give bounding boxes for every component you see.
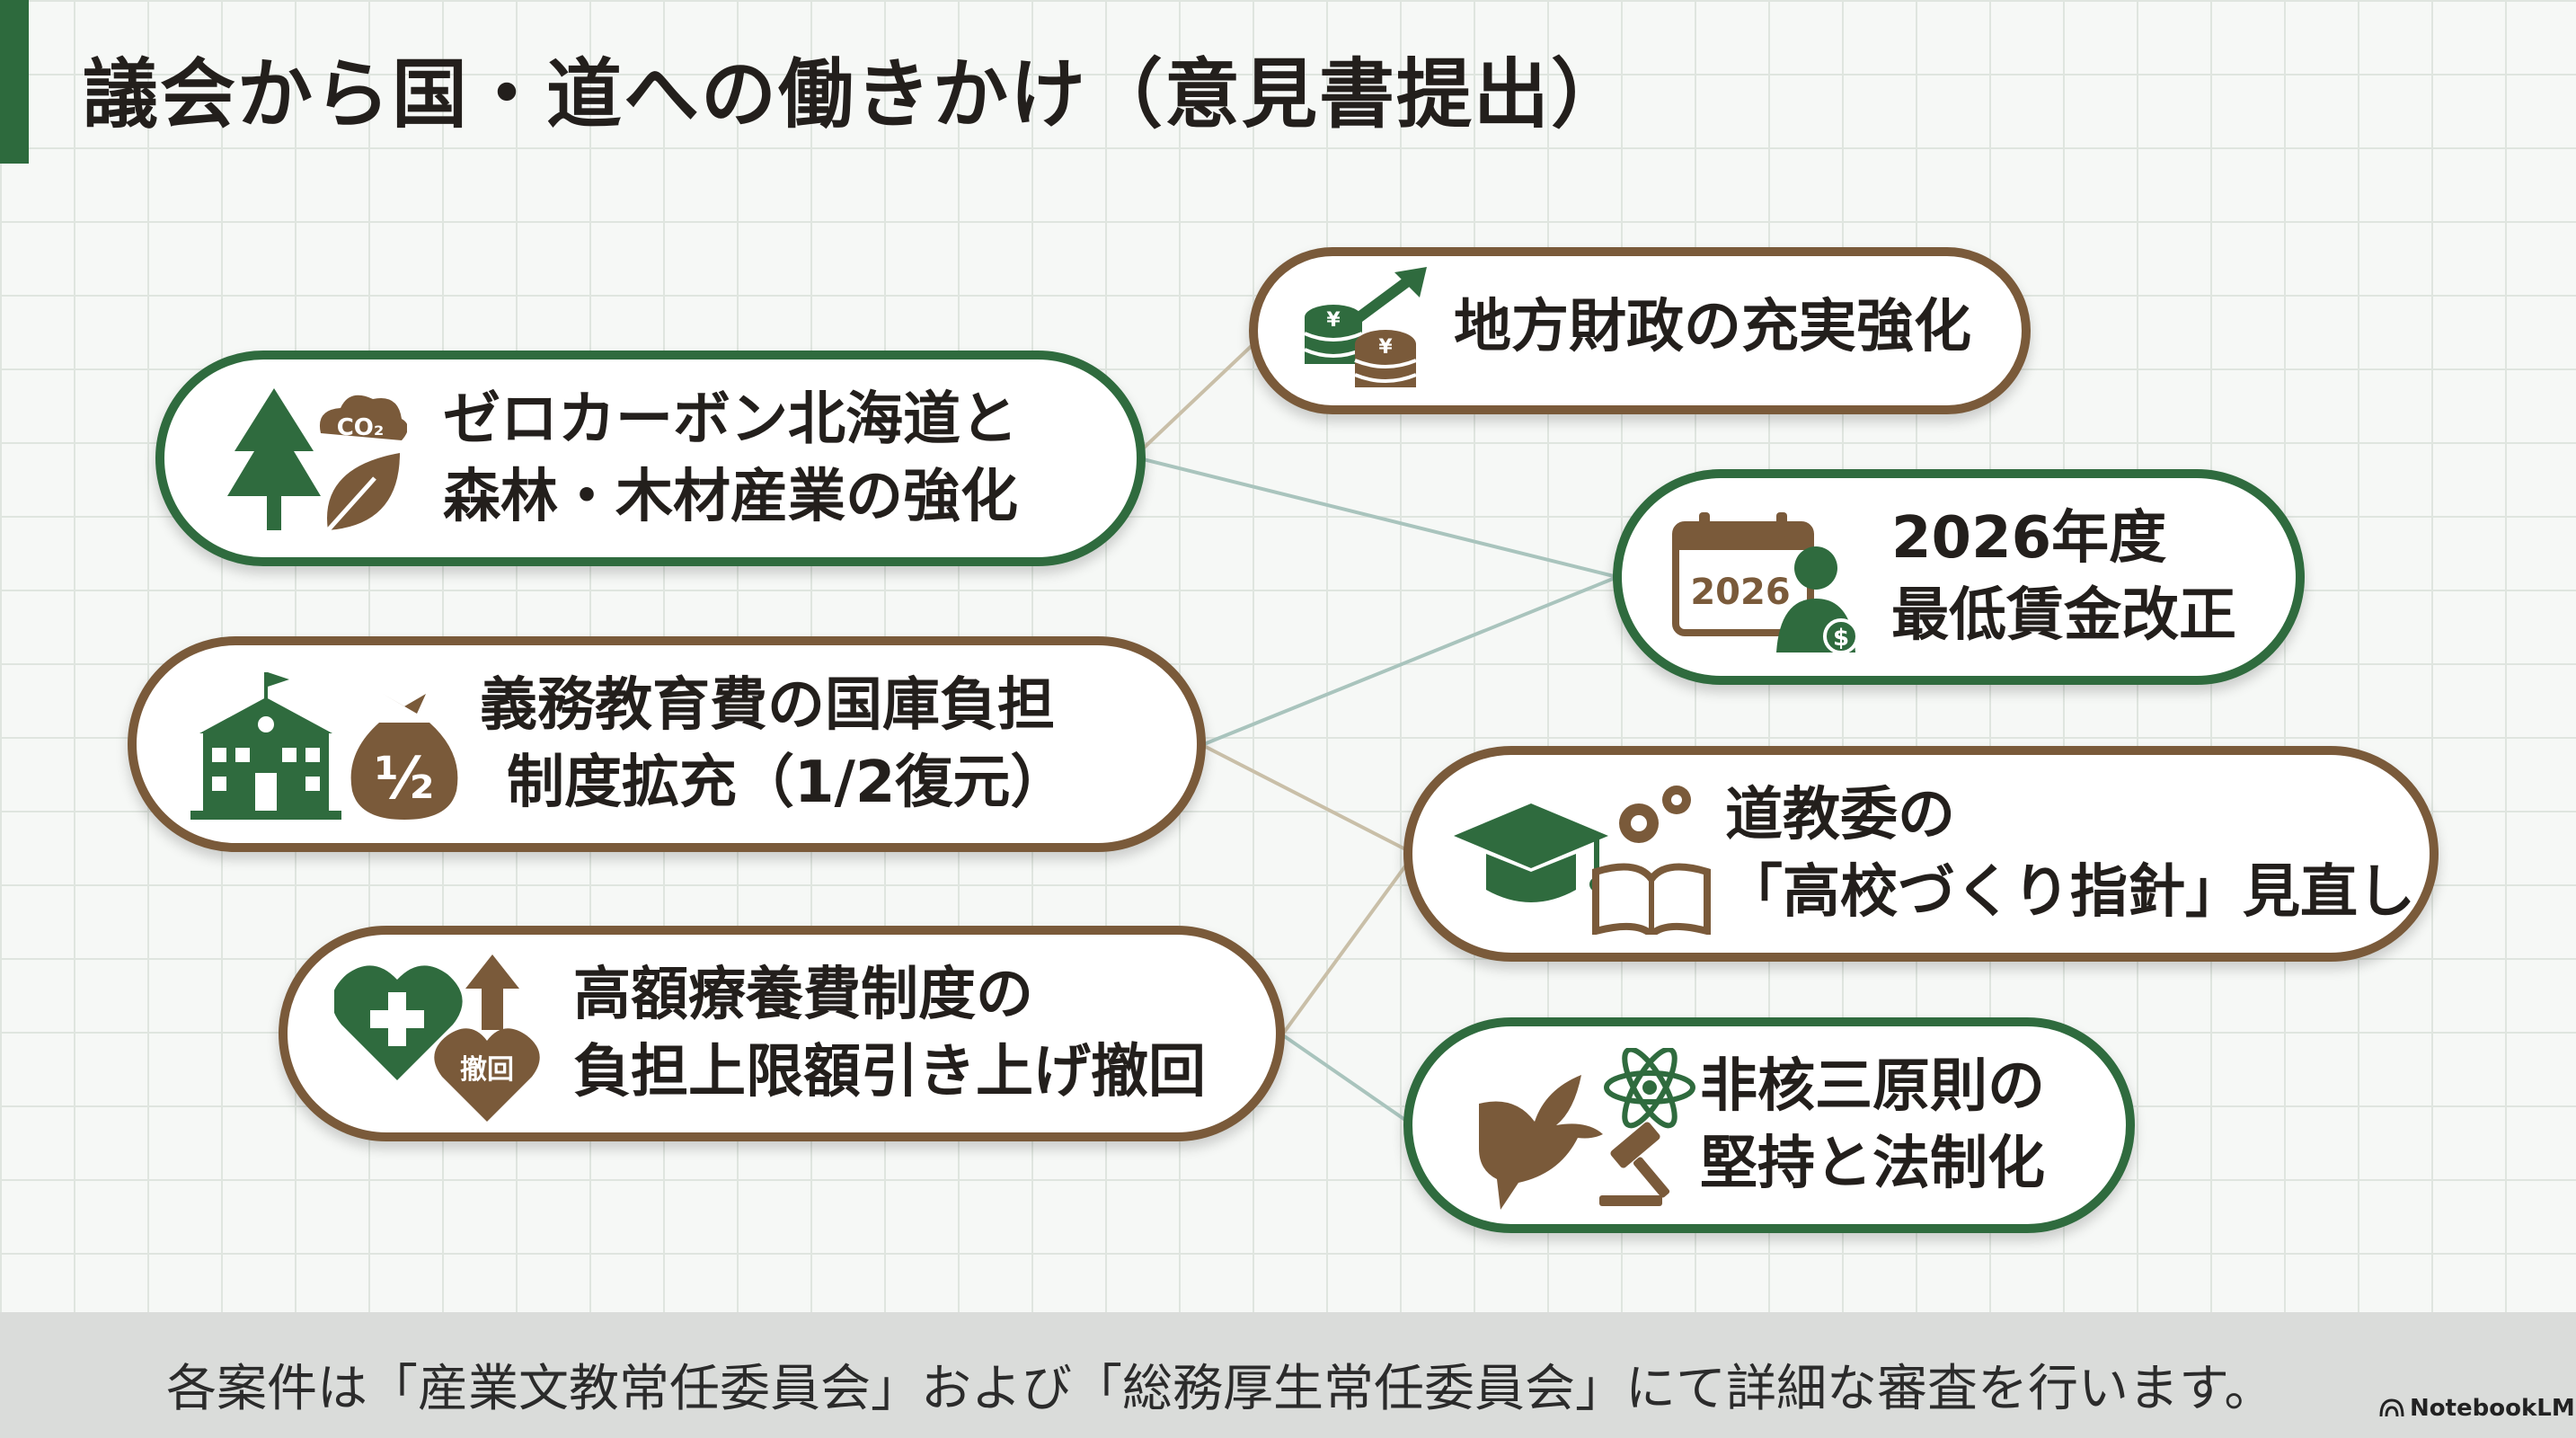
brand-label: NotebookLM — [2410, 1395, 2575, 1422]
arrow-up-icon — [465, 954, 519, 1030]
graduation-cap-icon — [1454, 803, 1608, 902]
node-zero-carbon-label: ゼロカーボン北海道と 森林・木材産業の強化 — [443, 381, 1018, 536]
atom-icon — [1604, 1048, 1695, 1129]
connector-education-to-school-policy — [1203, 744, 1415, 856]
node-school-policy-label: 道教委の 「高校づくり指針」見直し — [1725, 777, 2415, 931]
notebooklm-logo-icon — [2379, 1398, 2404, 1417]
node-education-funding: ½ 義務教育費の国庫負担 制度拡充（1/2復元） — [128, 636, 1206, 852]
node-wage-icons: 2026 $ — [1672, 512, 1859, 654]
footer-bar: 各案件は「産業文教常任委員会」および「総務厚生常任委員会」にて詳細な審査を行いま… — [0, 1312, 2576, 1438]
connector-education-to-wage — [1203, 575, 1618, 746]
page-title: 議会から国・道への働きかけ（意見書提出） — [83, 50, 1629, 138]
co2-cloud-icon: CO₂ — [320, 395, 407, 441]
label-line: 高額療養費制度の — [573, 962, 1033, 1028]
withdraw-heart-icon: 撤回 — [434, 1028, 540, 1122]
open-book-icon — [1592, 863, 1711, 935]
yen-label: ¥ — [1326, 309, 1341, 332]
label-line: 堅持と法制化 — [1700, 1131, 2045, 1197]
tree-icon — [227, 388, 321, 530]
label-line: 道教委の — [1725, 782, 1955, 848]
half-label: ½ — [375, 746, 434, 812]
node-non-nuclear: 非核三原則の 堅持と法制化 — [1403, 1017, 2135, 1233]
label-line: 義務教育費の国庫負担 — [480, 672, 1055, 739]
node-wage-label: 2026年度 最低賃金改正 — [1891, 500, 2236, 654]
node-education-label: 義務教育費の国庫負担 制度拡充（1/2復元） — [480, 667, 1067, 821]
label-line: ゼロカーボン北海道と — [443, 386, 1018, 453]
label-line: 非核三原則の — [1700, 1053, 2045, 1120]
label-line: 「高校づくり指針」見直し — [1725, 859, 2415, 926]
node-medical-cost: 撤回 高額療養費制度の 負担上限額引き上げ撤回 — [279, 926, 1285, 1141]
svg-text:¥: ¥ — [1378, 336, 1393, 359]
medical-heart-icon — [334, 965, 463, 1080]
node-school-policy-icons — [1454, 786, 1711, 935]
node-zero-carbon-icons: CO₂ — [227, 388, 407, 532]
money-bag-half-icon: ½ — [350, 694, 458, 820]
node-education-icons: ½ — [190, 672, 458, 820]
label-line: 地方財政の充実強化 — [1454, 294, 1971, 360]
connector-zero-carbon-to-finance — [1138, 340, 1258, 454]
node-finance-icons: ¥ ¥ — [1304, 267, 1427, 387]
node-finance-label: 地方財政の充実強化 — [1454, 288, 1971, 366]
node-minimum-wage: 2026 $ 2026年度 最低賃金改正 — [1613, 469, 2305, 685]
node-local-finance: ¥ ¥ 地方財政の充実強化 — [1249, 247, 2031, 414]
node-medical-icons: 撤回 — [334, 954, 540, 1122]
node-non-nuclear-icons — [1479, 1048, 1695, 1210]
peace-dove-icon — [1479, 1075, 1603, 1210]
label-line: 2026年度 — [1891, 505, 2167, 572]
node-zero-carbon: CO₂ ゼロカーボン北海道と 森林・木材産業の強化 — [155, 351, 1146, 566]
connector-lines — [1138, 340, 1618, 1128]
label-line: 負担上限額引き上げ撤回 — [573, 1039, 1206, 1105]
label-line: 森林・木材産業の強化 — [443, 464, 1018, 530]
connector-zero-carbon-to-wage — [1138, 457, 1618, 579]
node-non-nuclear-label: 非核三原則の 堅持と法制化 — [1700, 1048, 2045, 1203]
wage-person-icon: $ — [1776, 546, 1859, 654]
gavel-icon — [1599, 1122, 1670, 1206]
label-line: 最低賃金改正 — [1891, 582, 2236, 649]
node-school-policy: 道教委の 「高校づくり指針」見直し — [1403, 746, 2439, 962]
title-accent-bar — [0, 0, 29, 164]
yen-coins-growth-icon: ¥ ¥ — [1304, 267, 1427, 387]
calendar-year-label: 2026 — [1690, 572, 1790, 613]
co2-label: CO₂ — [337, 414, 385, 441]
notebooklm-brand: NotebookLM — [2379, 1395, 2575, 1422]
node-medical-label: 高額療養費制度の 負担上限額引き上げ撤回 — [573, 956, 1206, 1111]
calendar-2026-icon: 2026 — [1672, 512, 1814, 636]
connector-medical-to-school-policy — [1281, 852, 1416, 1035]
leaf-icon — [326, 453, 400, 532]
svg-text:$: $ — [1833, 625, 1849, 652]
gears-icon — [1619, 786, 1691, 843]
connector-medical-to-nuclear — [1281, 1034, 1416, 1128]
withdraw-label: 撤回 — [460, 1054, 514, 1086]
footer-note: 各案件は「産業文教常任委員会」および「総務厚生常任委員会」にて詳細な審査を行いま… — [166, 1360, 2275, 1418]
label-line: 制度拡充（1/2復元） — [507, 750, 1068, 816]
